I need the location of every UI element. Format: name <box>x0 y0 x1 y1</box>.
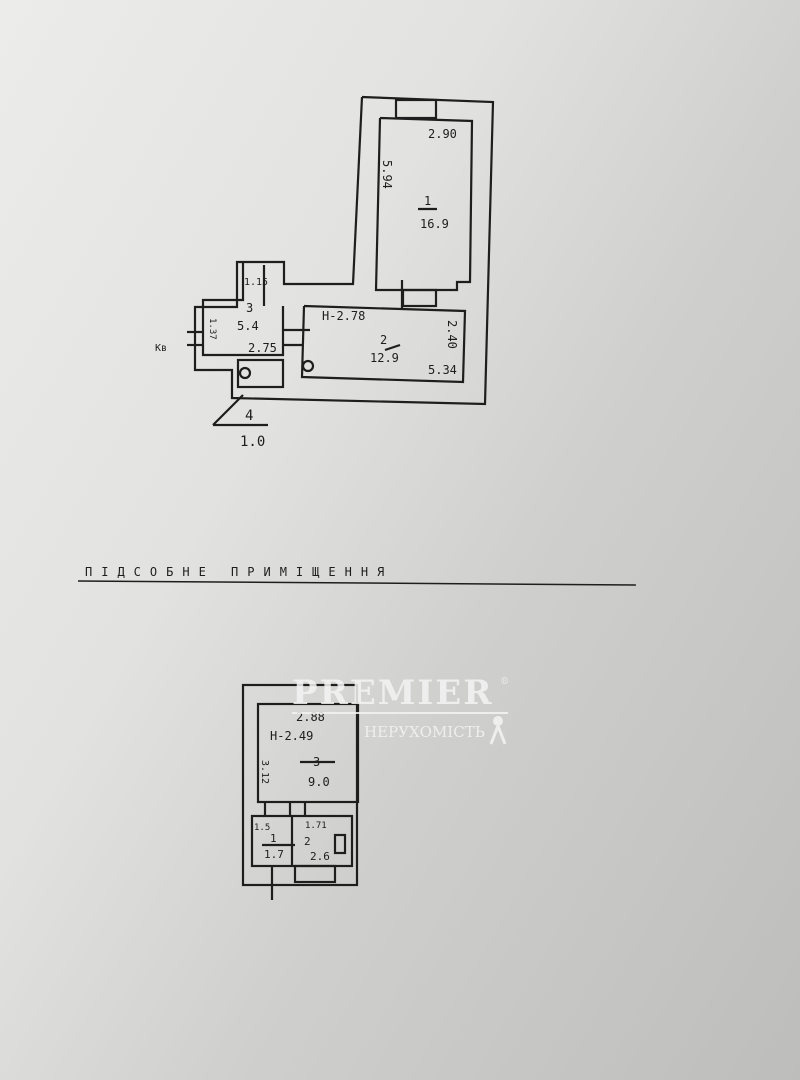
room2-number: 2 <box>380 333 387 347</box>
room1-width: 2.90 <box>428 127 457 141</box>
lower-room3-length: 3.12 <box>259 760 270 784</box>
lower-room2-number: 2 <box>304 835 311 848</box>
room4-number: 4 <box>245 408 253 424</box>
room3-dim-top: 1.15 <box>244 277 268 288</box>
room3-number: 3 <box>246 301 253 315</box>
lower-room1-number: 1 <box>270 832 277 845</box>
lower-room3-height: Н-2.49 <box>270 729 313 743</box>
apartment-label: Кв <box>155 343 167 354</box>
room2-area: 12.9 <box>370 351 399 365</box>
room3-dim-side: 1.37 <box>207 318 217 340</box>
watermark-subtitle: НЕРУХОМІСТЬ <box>364 723 485 741</box>
room1-area: 16.9 <box>420 217 449 231</box>
lower-room1-dim: 1.5 <box>254 823 270 833</box>
person-key-icon <box>489 716 507 745</box>
room2-length: 5.34 <box>428 363 457 377</box>
room2-width: 2.40 <box>445 320 459 349</box>
watermark-brand: PREMIER <box>292 673 493 713</box>
premier-watermark: PREMIER ® НЕРУХОМІСТЬ <box>292 673 509 745</box>
room4-area: 1.0 <box>240 434 265 450</box>
lower-floor-plan: 2.88 Н-2.49 3 9.0 3.12 1.5 1 1.7 1.71 2 … <box>241 683 360 900</box>
room1-length: 5.94 <box>380 160 394 189</box>
room1-number: 1 <box>424 194 431 208</box>
lower-room3-area: 9.0 <box>308 775 330 789</box>
watermark-registered-mark: ® <box>500 677 509 687</box>
lower-room1-area: 1.7 <box>264 848 284 861</box>
upper-floor-plan: 2.90 5.94 1 16.9 Н-2.78 2 12.9 2.40 5.34… <box>155 95 495 450</box>
room2-height: Н-2.78 <box>322 309 365 323</box>
lower-room2-area: 2.6 <box>310 850 330 863</box>
room3-dim-bottom: 2.75 <box>248 341 277 355</box>
room3-area: 5.4 <box>237 319 259 333</box>
lower-room3-number: 3 <box>313 755 320 769</box>
lower-room2-dim: 1.71 <box>305 821 327 831</box>
section-title: ПІДСОБНЕ ПРИМІЩЕННЯ <box>85 565 393 579</box>
